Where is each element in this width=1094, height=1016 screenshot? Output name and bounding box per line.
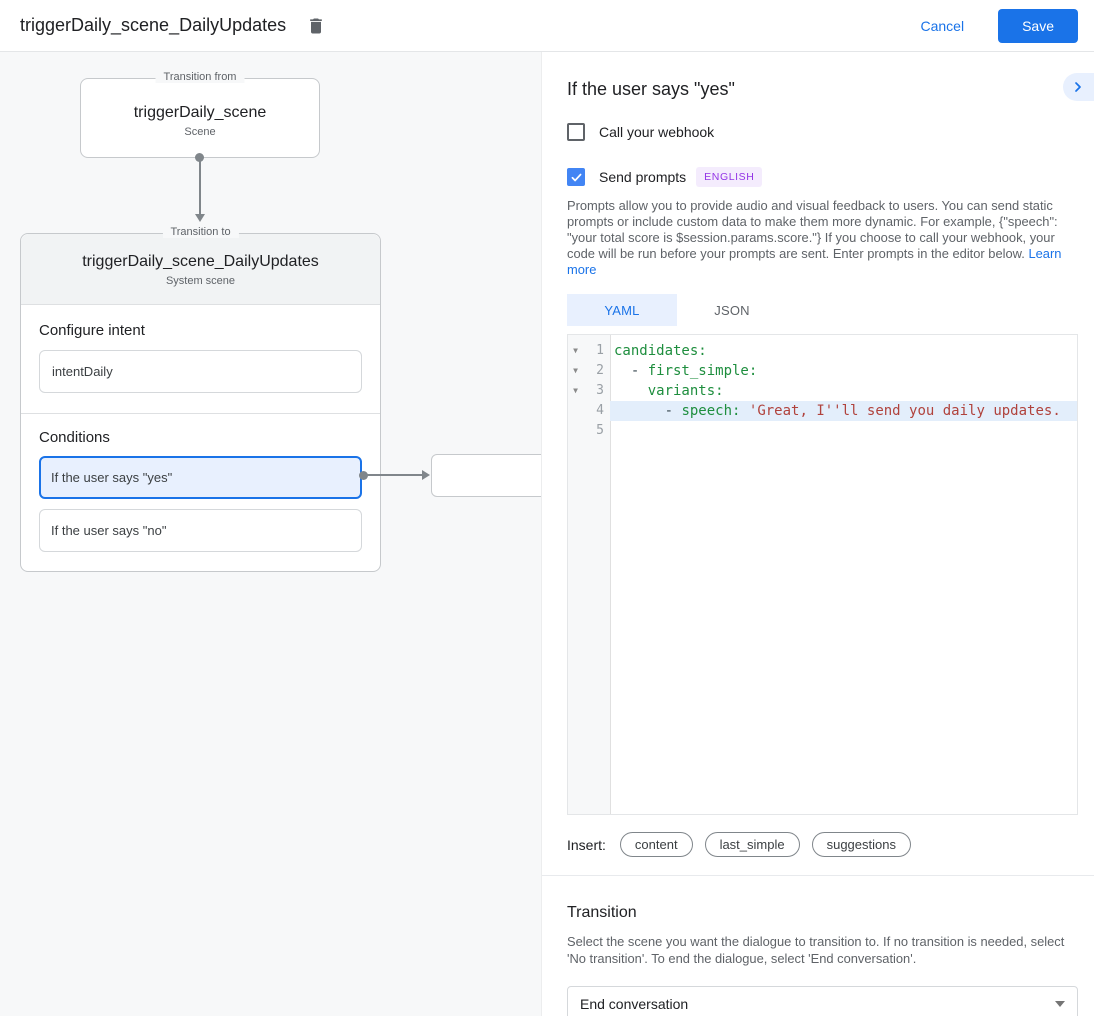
transition-from-node[interactable]: Transition from triggerDaily_scene Scene (80, 71, 320, 158)
to-scene-type: System scene (165, 275, 236, 287)
condition-item[interactable]: If the user says "yes" (39, 456, 362, 499)
code-line[interactable]: 4 - speech: 'Great, I''ll send you daily… (568, 401, 1077, 421)
transition-to-label: Transition to (162, 226, 239, 238)
trash-icon (306, 16, 326, 36)
arrow-down-icon (195, 214, 205, 222)
connector-dot (195, 153, 204, 162)
transition-description: Select the scene you want the dialogue t… (567, 934, 1065, 966)
check-icon (570, 171, 583, 184)
insert-content-button[interactable]: content (619, 832, 693, 857)
to-scene-name: triggerDaily_scene_DailyUpdates (82, 253, 319, 270)
tab-json[interactable]: JSON (714, 302, 750, 318)
connector-line-horizontal (366, 474, 424, 476)
learn-more-link[interactable]: Learn more (567, 246, 1062, 277)
line-number: 1 (596, 343, 604, 358)
intent-item[interactable]: intentDaily (39, 350, 362, 393)
line-number: 4 (596, 403, 604, 418)
conditions-heading: Conditions (39, 429, 110, 446)
send-prompts-row[interactable]: Send prompts ENGLISH (567, 167, 1078, 187)
transition-to-card: Transition to triggerDaily_scene_DailyUp… (20, 226, 381, 572)
insert-suggestions-button[interactable]: suggestions (811, 832, 911, 857)
tab-yaml[interactable]: YAML (567, 294, 677, 326)
call-webhook-row[interactable]: Call your webhook (567, 123, 1078, 141)
connector-dot (359, 471, 368, 480)
configure-intent-section: Configure intent intentDaily (21, 305, 380, 413)
cancel-button[interactable]: Cancel (914, 17, 970, 35)
insert-last_simple-button[interactable]: last_simple (704, 832, 800, 857)
line-number: 5 (596, 423, 604, 438)
line-number: 3 (596, 383, 604, 398)
connector-line-vertical (199, 158, 201, 214)
insert-label: Insert: (567, 836, 606, 853)
scene-card-header[interactable]: triggerDaily_scene_DailyUpdates System s… (21, 234, 380, 305)
send-prompts-label: Send prompts (599, 169, 687, 185)
webhook-label: Call your webhook (599, 124, 715, 140)
transition-select[interactable]: End conversation (567, 985, 1078, 1016)
conditions-section: Conditions If the user says "yes" If the … (21, 413, 380, 571)
transition-heading: Transition (567, 904, 637, 921)
delete-scene-button[interactable] (306, 16, 326, 36)
condition-detail-panel: If the user says "yes" Call your webhook… (541, 52, 1094, 1016)
chevron-down-icon (1055, 1000, 1065, 1007)
from-scene-name: triggerDaily_scene (133, 104, 267, 121)
transition-select-value: End conversation (580, 995, 689, 1012)
prompts-description-text: Prompts allow you to provide audio and v… (567, 198, 1058, 261)
code-line[interactable]: ▼2 - first_simple: (568, 361, 1077, 381)
save-button[interactable]: Save (998, 8, 1078, 43)
prompts-description: Prompts allow you to provide audio and v… (567, 198, 1078, 278)
insert-row: Insert: content last_simple suggestions (567, 832, 1078, 857)
code-line[interactable]: ▼3 variants: (568, 381, 1077, 401)
next-scene-node[interactable] (431, 454, 541, 497)
configure-intent-heading: Configure intent (39, 322, 145, 339)
scene-diagram-canvas: Transition from triggerDaily_scene Scene… (0, 52, 541, 1016)
language-badge: ENGLISH (696, 167, 763, 187)
arrow-right-icon (422, 470, 430, 480)
fold-arrow-icon[interactable]: ▼ (573, 346, 578, 355)
condition-panel-title: If the user says "yes" (567, 79, 735, 99)
collapse-panel-button[interactable] (1063, 73, 1094, 101)
transition-from-label: Transition from (155, 71, 245, 83)
condition-item[interactable]: If the user says "no" (39, 509, 362, 552)
fold-arrow-icon[interactable]: ▼ (573, 386, 578, 395)
line-number: 2 (596, 363, 604, 378)
from-scene-type: Scene (184, 126, 216, 138)
send-prompts-checkbox[interactable] (567, 168, 585, 186)
editor-tabs: YAML JSON (567, 294, 1078, 326)
section-divider (542, 875, 1094, 876)
chevron-right-icon (1070, 79, 1086, 95)
code-line[interactable]: 5 (568, 421, 1077, 441)
webhook-checkbox[interactable] (567, 123, 585, 141)
fold-arrow-icon[interactable]: ▼ (573, 366, 578, 375)
page-title: triggerDaily_scene_DailyUpdates (20, 15, 287, 35)
top-bar: triggerDaily_scene_DailyUpdates Cancel S… (0, 0, 1094, 52)
